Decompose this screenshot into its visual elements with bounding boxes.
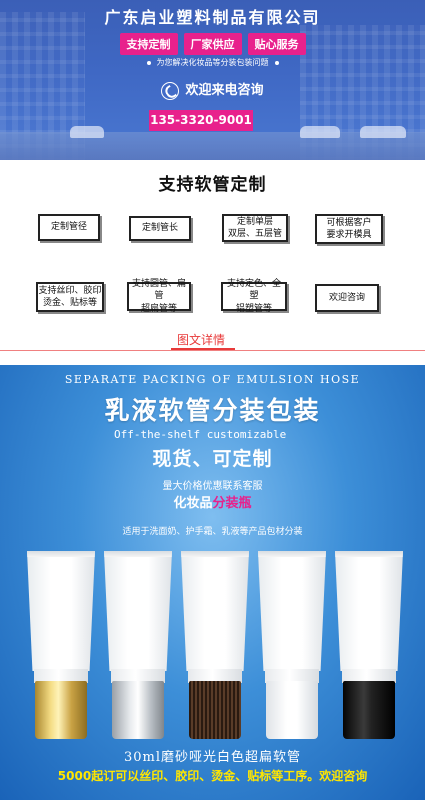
feature-line2: 超扁管等: [140, 303, 177, 314]
tube-body: [104, 551, 172, 671]
phone-number[interactable]: 135-3320-9001: [149, 110, 253, 131]
feature-line1: 定制管长: [141, 223, 178, 234]
phone-icon: [161, 81, 180, 100]
tube-white-cap: [258, 551, 326, 739]
moq-text: 5000起订可以丝印、胶印、烫金、贴标等工序。欢迎咨询: [57, 769, 368, 783]
cap-black: [343, 681, 395, 739]
divider: [0, 350, 425, 351]
feature-box: 定制单层双层、五层管: [222, 214, 288, 242]
product-title-cn: 乳液软管分装包装: [104, 396, 321, 425]
hero-note-text: 为您解决化妆品等分装包装问题: [156, 58, 269, 67]
cap-white: [266, 681, 318, 739]
car: [70, 126, 104, 138]
tube-body: [335, 551, 403, 671]
tube-gold-cap: [27, 551, 95, 739]
offshelf-text: Off-the-shelf customizable: [114, 428, 287, 441]
feature-tags: 支持定制 厂家供应 贴心服务: [0, 33, 425, 55]
category-text: 化妆品分装瓶: [0, 492, 425, 511]
price-text: 量大价格优惠联系客服: [162, 481, 263, 492]
tube-black-cap: [335, 551, 403, 739]
category-a: 化妆品: [173, 496, 213, 511]
feature-line1: 可根据客户: [326, 217, 372, 228]
tube-brown-cap: [181, 551, 249, 739]
section-title: 支持软管定制: [158, 175, 267, 195]
feature-box: 支持定色、全塑铝塑管等: [221, 279, 287, 314]
product-banner: SEPARATE PACKING OF EMULSION HOSE 乳液软管分装…: [0, 365, 425, 800]
feature-box: 定制管长: [129, 216, 191, 241]
feature-line1: 支持丝印、胶印: [38, 285, 102, 296]
category-b: 分装瓶: [212, 496, 252, 511]
hero-note: 为您解决化妆品等分装包装问题: [0, 57, 425, 68]
feature-line2: 双层、五层管: [227, 229, 282, 239]
in-stock-text: 现货、可定制: [152, 448, 273, 470]
feature-line1: 支持圆管、扁管: [131, 279, 186, 302]
cap-silver: [112, 681, 164, 739]
bullet-dot-icon: [274, 60, 279, 65]
feature-line2: 铝塑管等: [235, 303, 272, 314]
usage-text: 适用于洗面奶、护手霜、乳液等产品包材分装: [122, 527, 303, 537]
tag-custom: 支持定制: [119, 33, 178, 55]
feature-box: 支持丝印、胶印烫金、贴标等: [36, 282, 104, 312]
car: [360, 126, 406, 138]
feature-box: 定制管径: [38, 214, 100, 241]
tube-neck: [342, 669, 396, 683]
feature-line1: 支持定色、全塑: [226, 279, 281, 302]
product-description: 30ml磨砂哑光白色超扁软管: [123, 750, 302, 765]
tube-body: [27, 551, 95, 671]
tag-factory: 厂家供应: [183, 33, 242, 55]
cap-brown: [189, 681, 241, 739]
feature-box: 支持圆管、扁管超扁管等: [127, 279, 191, 314]
feature-line2: 烫金、贴标等: [42, 298, 97, 308]
feature-box: 可根据客户要求开模具: [315, 214, 383, 244]
feature-line1: 欢迎咨询: [328, 292, 365, 303]
tab-detail[interactable]: 图文详情: [176, 333, 225, 347]
tube-silver-cap: [104, 551, 172, 739]
tube-neck: [265, 669, 319, 683]
hero-call: 欢迎来电咨询: [0, 79, 425, 100]
product-title-en: SEPARATE PACKING OF EMULSION HOSE: [64, 373, 361, 386]
company-name: 广东启业塑料制品有限公司: [104, 8, 321, 27]
bullet-dot-icon: [146, 60, 151, 65]
tube-body: [181, 551, 249, 671]
feature-line1: 定制管径: [50, 222, 87, 233]
feature-line1: 定制单层: [236, 216, 273, 227]
tube-neck: [111, 669, 165, 683]
tube-neck: [34, 669, 88, 683]
car: [300, 126, 340, 138]
cap-gold: [35, 681, 87, 739]
tag-service: 贴心服务: [247, 33, 306, 55]
tube-neck: [188, 669, 242, 683]
feature-line2: 要求开模具: [326, 230, 372, 240]
tube-body: [258, 551, 326, 671]
hero-banner: 广东启业塑料制品有限公司 支持定制 厂家供应 贴心服务 为您解决化妆品等分装包装…: [0, 0, 425, 160]
feature-box: 欢迎咨询: [315, 284, 379, 312]
call-text: 欢迎来电咨询: [185, 83, 264, 98]
tab-detail-underline: [171, 348, 235, 350]
